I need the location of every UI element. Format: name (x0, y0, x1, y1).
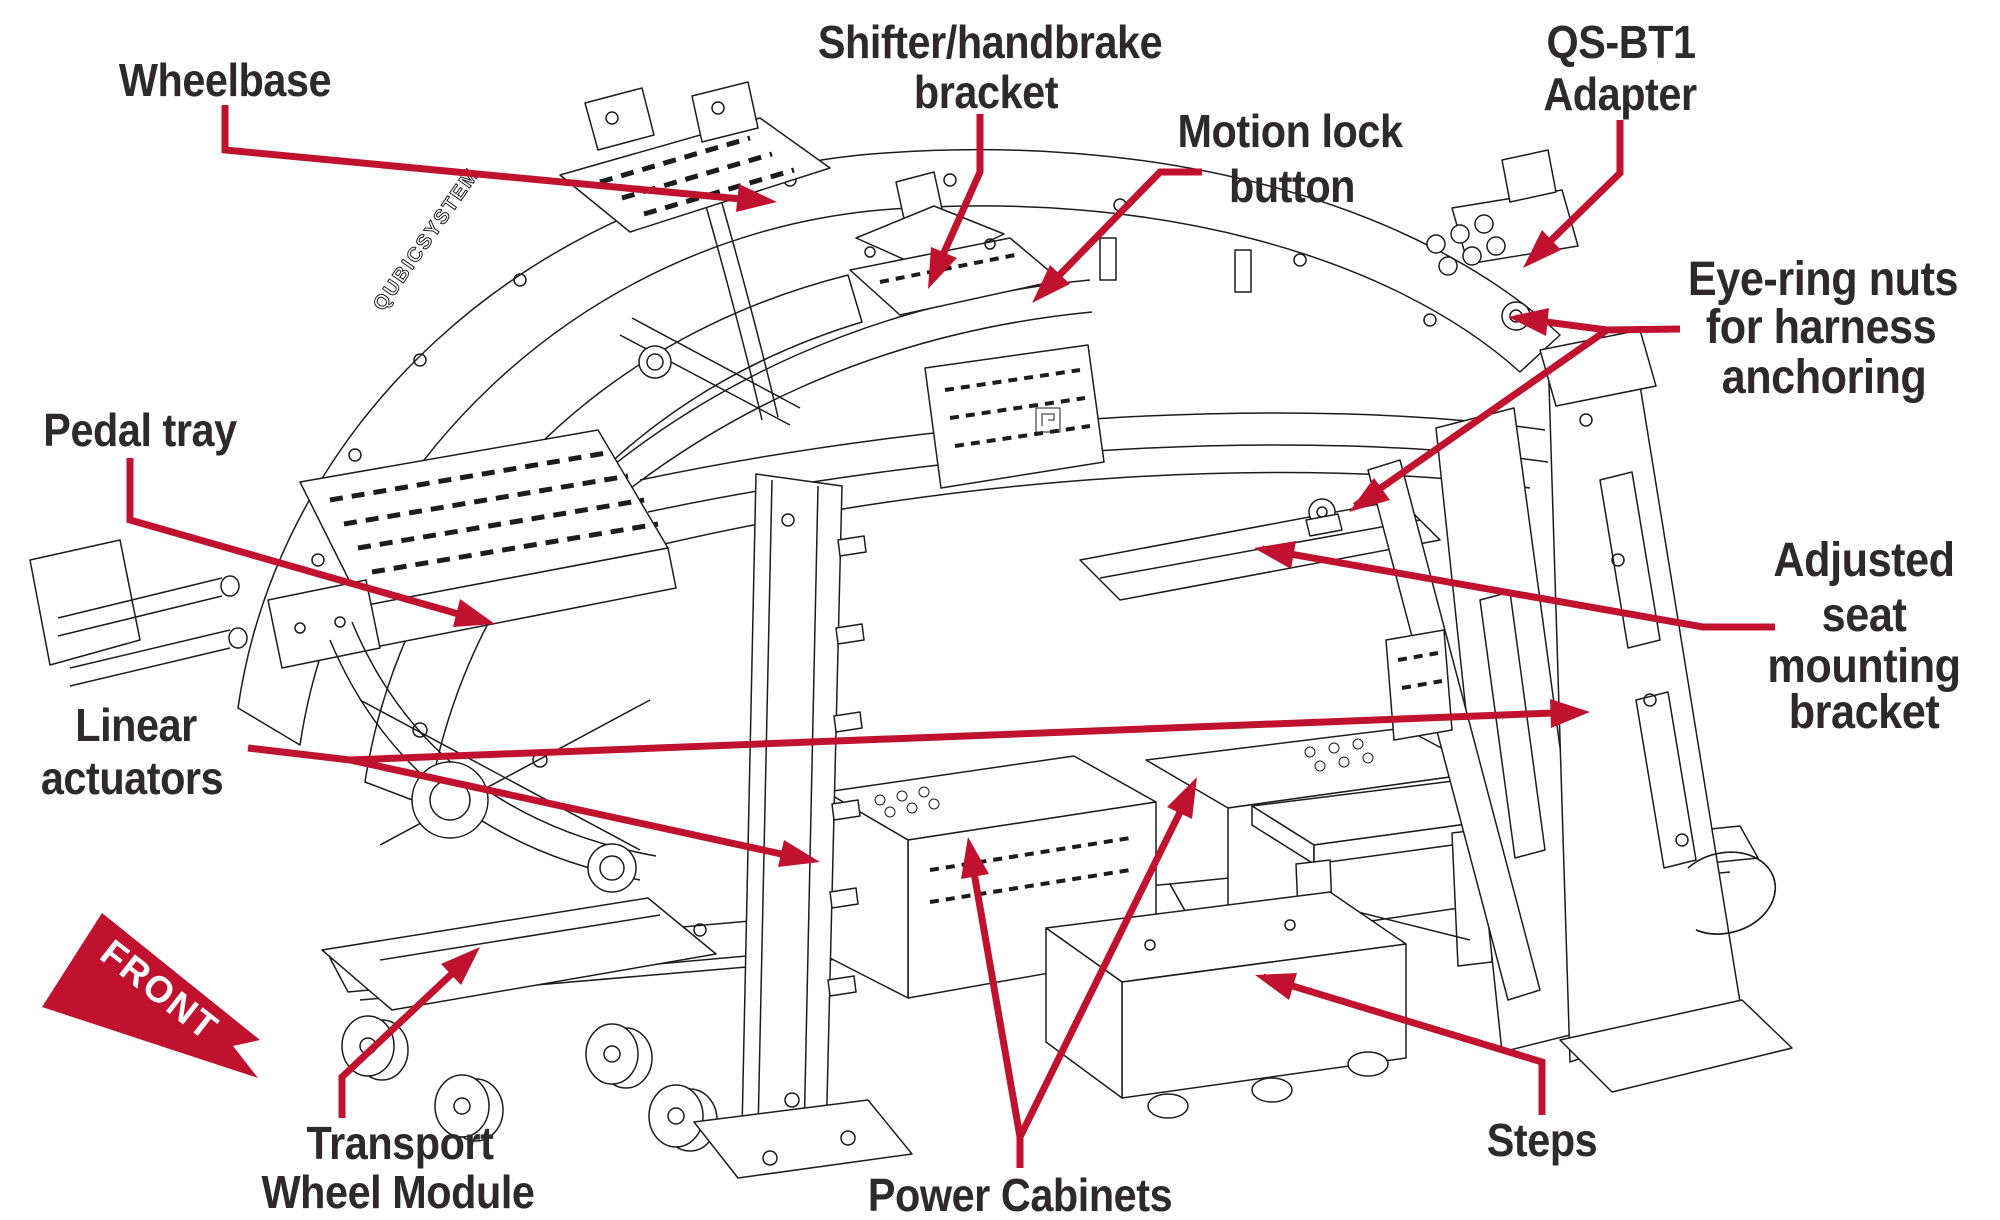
scissor-mechanism (329, 621, 657, 893)
arrowhead-icon (736, 184, 777, 212)
label-eye-ring-line1: Eye-ring nuts (1687, 253, 1959, 306)
label-eye-ring-line2: for harness (1705, 301, 1937, 354)
leader-wheelbase (221, 105, 777, 212)
arrowhead-icon (928, 247, 957, 289)
leader-steps (1255, 973, 1546, 1115)
label-transport-line2: Wheel Module (261, 1166, 535, 1218)
pedal-rods (29, 539, 248, 687)
label-transport-line1: Transport (306, 1117, 494, 1169)
eye-ring-nut-lower (1305, 498, 1343, 537)
arrowhead-icon (778, 840, 820, 867)
seat-mounting-structure (1367, 329, 1793, 1093)
leader-motion-lock (1032, 168, 1202, 303)
leader-pedal-tray (126, 458, 495, 627)
arrowhead-icon (1254, 541, 1296, 569)
upper-linkage (619, 181, 801, 426)
label-qs-bt1-line2: Adapter (1543, 68, 1697, 120)
label-shifter-line1: Shifter/handbrake (817, 16, 1163, 68)
arrowhead-icon (1550, 699, 1590, 728)
leader-qs-bt1 (1523, 120, 1624, 268)
pedal-tray-part (267, 429, 677, 669)
label-linear-line2: actuators (40, 752, 224, 804)
front-direction-marker: FRONT (42, 913, 260, 1078)
label-adjusted-line1: Adjusted (1773, 534, 1955, 587)
arrowhead-icon (1032, 265, 1070, 303)
label-steps: Steps (1486, 1114, 1598, 1166)
label-adjusted-line3: mounting (1767, 640, 1961, 693)
leader-transport-wheel (338, 947, 480, 1118)
caster-wheel (434, 1074, 504, 1142)
label-wheelbase: Wheelbase (118, 54, 332, 106)
label-linear-line1: Linear (75, 699, 197, 751)
arrowhead-icon (1349, 478, 1390, 512)
label-power-cabinets: Power Cabinets (867, 1169, 1173, 1220)
label-adjusted-line2: seat (1821, 589, 1907, 642)
shifter-bracket-part (849, 171, 1061, 316)
label-motion-lock-line1: Motion lock (1177, 105, 1403, 157)
caster-wheel (648, 1084, 718, 1152)
label-motion-lock-line2: button (1228, 160, 1356, 212)
arrowhead-icon (1255, 973, 1297, 1000)
leader-linear-actuators (247, 699, 1590, 867)
leader-adjusted-seat (1254, 541, 1775, 631)
front-arrow-icon (42, 913, 260, 1078)
leader-shifter-bracket (928, 114, 984, 289)
front-actuator-column (693, 473, 913, 1179)
arrowhead-icon (961, 837, 989, 879)
arrowhead-icon (441, 947, 480, 985)
label-adjusted-line4: bracket (1788, 686, 1940, 739)
arrowhead-icon (453, 599, 495, 627)
vent-panel (924, 344, 1105, 489)
label-eye-ring-line3: anchoring (1721, 351, 1927, 404)
arrowhead-icon (1167, 777, 1197, 819)
qs-bt1-adapter-part (1305, 149, 1579, 537)
label-shifter-line2: bracket (913, 66, 1059, 118)
label-pedal-tray: Pedal tray (43, 404, 237, 456)
arrowhead-icon (1508, 308, 1549, 336)
leader-power-cabinets (961, 777, 1197, 1168)
leader-eye-ring (1349, 308, 1681, 512)
arrowhead-icon (1523, 230, 1561, 268)
caster-wheel (585, 1023, 653, 1089)
label-qs-bt1-line1: QS-BT1 (1546, 16, 1696, 68)
